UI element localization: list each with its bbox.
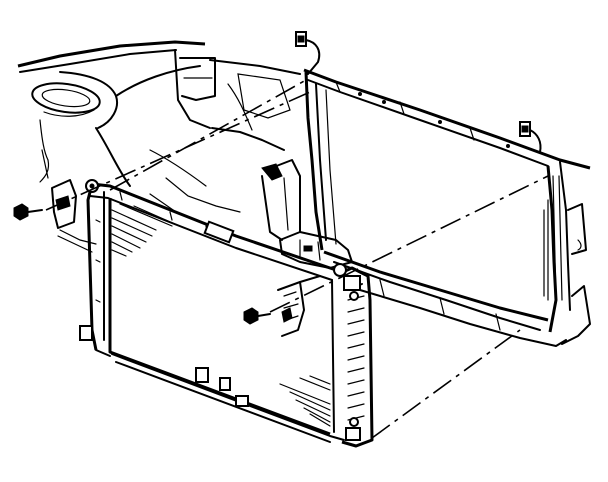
radiator [79,179,374,448]
alignment-lines [45,79,549,439]
side-tank [337,266,374,448]
clip-top-left [295,31,321,75]
fender-inner [17,40,301,225]
clip-top-right [519,121,542,153]
bolt-left [13,203,43,221]
mount-bracket-left [41,149,97,253]
bolt-right [243,307,271,325]
mount-bracket-center [277,275,321,337]
radiator-support [261,68,591,347]
